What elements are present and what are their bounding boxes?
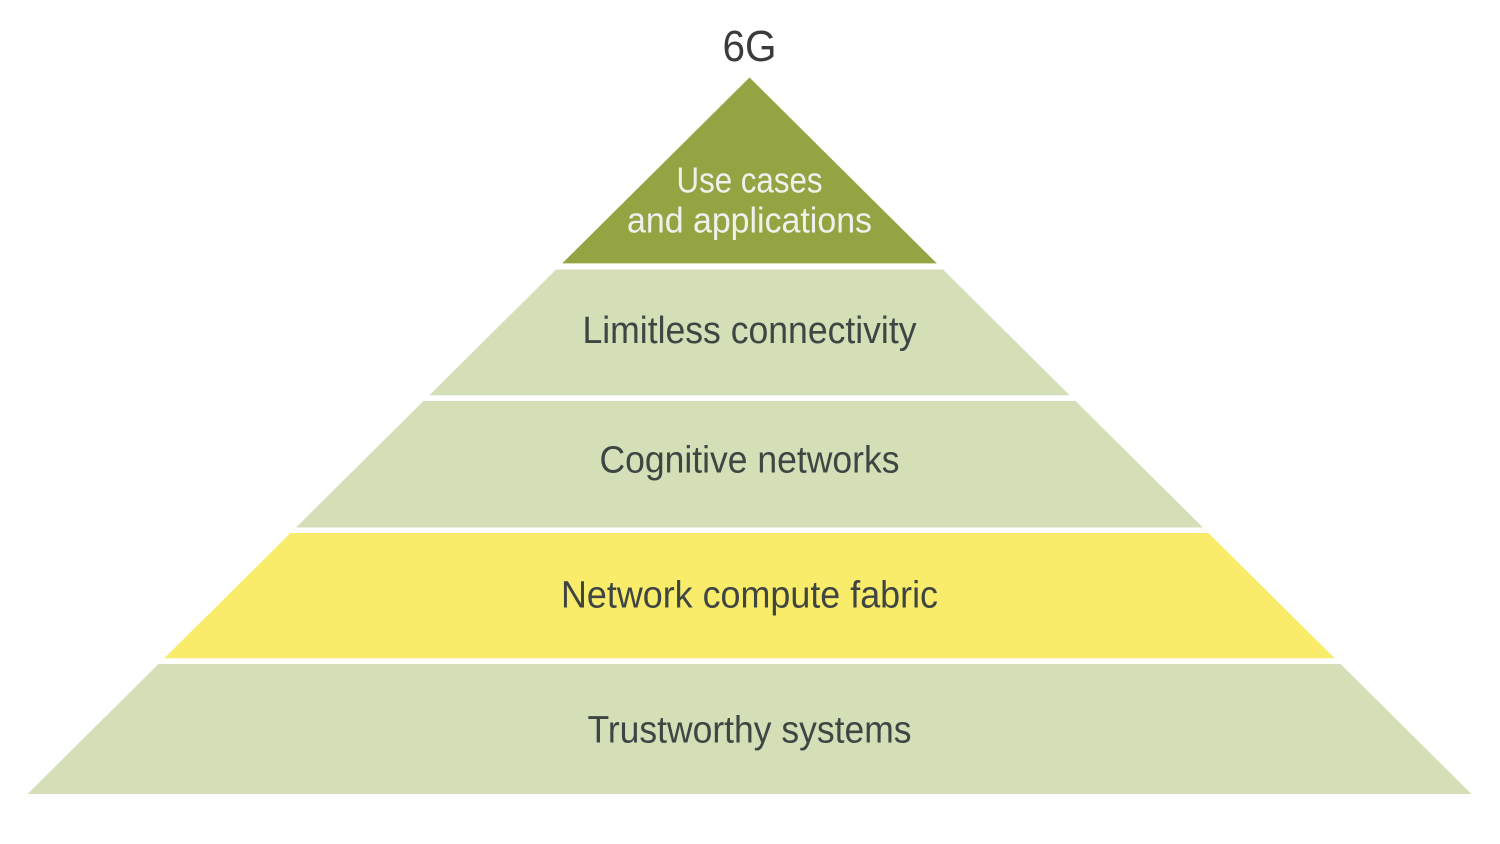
svg-text:Network compute fabric: Network compute fabric <box>561 575 938 617</box>
svg-text:6G: 6G <box>723 22 777 71</box>
svg-text:Cognitive networks: Cognitive networks <box>600 440 900 482</box>
svg-text:Limitless connectivity: Limitless connectivity <box>583 310 917 352</box>
svg-text:Use cases: Use cases <box>677 160 823 201</box>
svg-text:Trustworthy systems: Trustworthy systems <box>588 710 912 752</box>
svg-text:and applications: and applications <box>627 200 872 241</box>
